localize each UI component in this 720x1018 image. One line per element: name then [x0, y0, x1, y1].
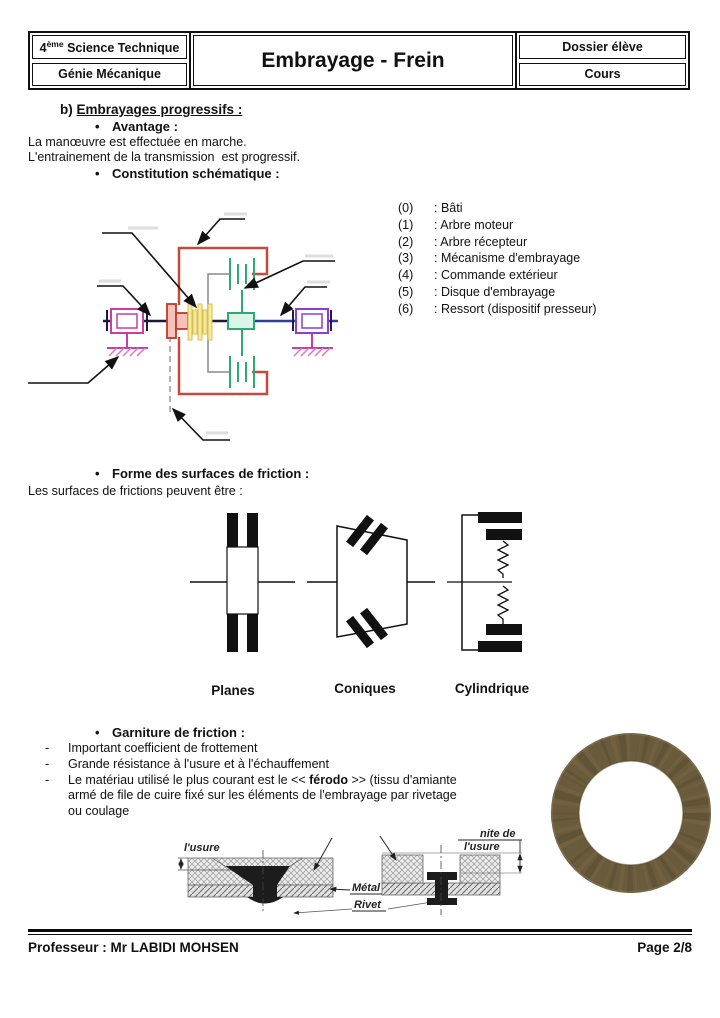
t-rivet-section: [379, 835, 523, 915]
metal-rivet-labels: [293, 886, 433, 915]
footer-page-number: Page 2/8: [637, 940, 692, 955]
legend-item: (4): Commande extérieur: [398, 268, 558, 283]
page-title: Embrayage - Frein: [193, 35, 513, 86]
friction-shapes-intro: Les surfaces de frictions peuvent être :: [28, 484, 243, 498]
clutch-frame: [177, 246, 269, 396]
footer-professor: Professeur : Mr LABIDI MOHSEN: [28, 940, 239, 955]
header-left-column: 4ème Science Technique Génie Mécanique: [30, 33, 191, 88]
section-b-heading: b) Embrayages progressifs :: [60, 102, 242, 117]
leader-arrows: [28, 218, 335, 441]
list-item: -Grande résistance à l'usure et à l'écha…: [45, 756, 329, 771]
left-bearing: [106, 308, 148, 357]
friction-disc-pack: [187, 303, 213, 341]
header-right-column: Dossier élève Cours: [517, 33, 688, 88]
cylindrique-symbol: [447, 512, 522, 652]
dossier-label: Dossier élève: [562, 39, 643, 54]
legend-item: (1): Arbre moteur: [398, 217, 514, 232]
class-label: 4ème Science Technique: [39, 38, 180, 55]
erased-labels: [99, 212, 333, 435]
legend-item: (5): Disque d'embrayage: [398, 284, 556, 299]
avantage-label: Avantage :: [112, 119, 178, 134]
bullet-icon: •: [95, 166, 100, 181]
bullet-icon: •: [95, 725, 100, 740]
garniture-list: -Important coefficient de frottement -Gr…: [45, 741, 465, 820]
legend-item: (3): Mécanisme d'embrayage: [398, 251, 581, 266]
spring-discs: [229, 258, 255, 388]
cours-label: Cours: [584, 67, 621, 82]
header-table: 4ème Science Technique Génie Mécanique E…: [28, 31, 690, 90]
bullet-icon: •: [95, 466, 100, 481]
section-b-prefix: b): [60, 102, 77, 117]
friction-shapes-label: Forme des surfaces de friction :: [112, 466, 310, 481]
bullet-icon: •: [95, 119, 100, 134]
dept-label: Génie Mécanique: [58, 67, 161, 82]
list-item: - Le matériau utilisé le plus courant es…: [45, 772, 457, 819]
clutch-hub: [166, 303, 189, 339]
right-bearing: [292, 308, 333, 357]
coniques-symbol: [307, 514, 435, 649]
constitution-heading: • Constitution schématique :: [95, 166, 280, 181]
legend-item: (6): Ressort (dispositif presseur): [398, 301, 597, 316]
schematic-legend: (0): Bâti (1): Arbre moteur (2): Arbre r…: [398, 200, 597, 318]
rivet-wear-diagram: l'usure Métal Rivet nit: [178, 828, 523, 915]
garniture-heading: • Garniture de friction :: [95, 725, 245, 740]
spring-hub-block: [227, 312, 255, 330]
cylindrique-label: Cylindrique: [454, 681, 530, 696]
planes-symbol: [190, 513, 295, 652]
usure-left-label: l'usure: [184, 842, 220, 854]
header-cours-cell: Cours: [519, 62, 686, 86]
rivet-label: Rivet: [354, 899, 382, 911]
coniques-label: Coniques: [334, 681, 396, 696]
avantage-line-1: La manœuvre est effectuée en marche.: [28, 135, 247, 149]
constitution-label: Constitution schématique :: [112, 166, 280, 181]
clutch-schematic-diagram: [28, 212, 338, 441]
section-b-title: Embrayages progressifs :: [76, 102, 243, 117]
friction-surfaces-diagram: [190, 512, 522, 652]
footer-separator-thin: [28, 934, 692, 935]
list-item: -Important coefficient de frottement: [45, 741, 258, 755]
header-title-cell: Embrayage - Frein: [191, 33, 517, 88]
header-dossier-cell: Dossier élève: [519, 35, 686, 59]
planes-label: Planes: [211, 683, 255, 698]
wear-limit-label-line1: nite de: [480, 828, 515, 840]
friction-shapes-heading: • Forme des surfaces de friction :: [95, 466, 309, 481]
friction-ring-image: [551, 733, 711, 893]
spring-icon: [496, 540, 510, 578]
legend-item: (2): Arbre récepteur: [398, 234, 528, 249]
header-class-cell: 4ème Science Technique: [32, 35, 187, 59]
wear-limit-label-line2: l'usure: [464, 841, 500, 853]
metal-label: Métal: [352, 882, 381, 894]
spring-icon: [496, 585, 510, 624]
legend-item: (0): Bâti: [398, 201, 463, 215]
avantage-line-2: L'entrainement de la transmission est pr…: [28, 150, 300, 164]
avantage-heading: • Avantage :: [95, 119, 178, 134]
garniture-label: Garniture de friction :: [112, 725, 245, 740]
header-dept-cell: Génie Mécanique: [32, 62, 187, 86]
countersunk-rivet-section: [178, 837, 334, 914]
footer-separator-thick: [28, 929, 692, 932]
